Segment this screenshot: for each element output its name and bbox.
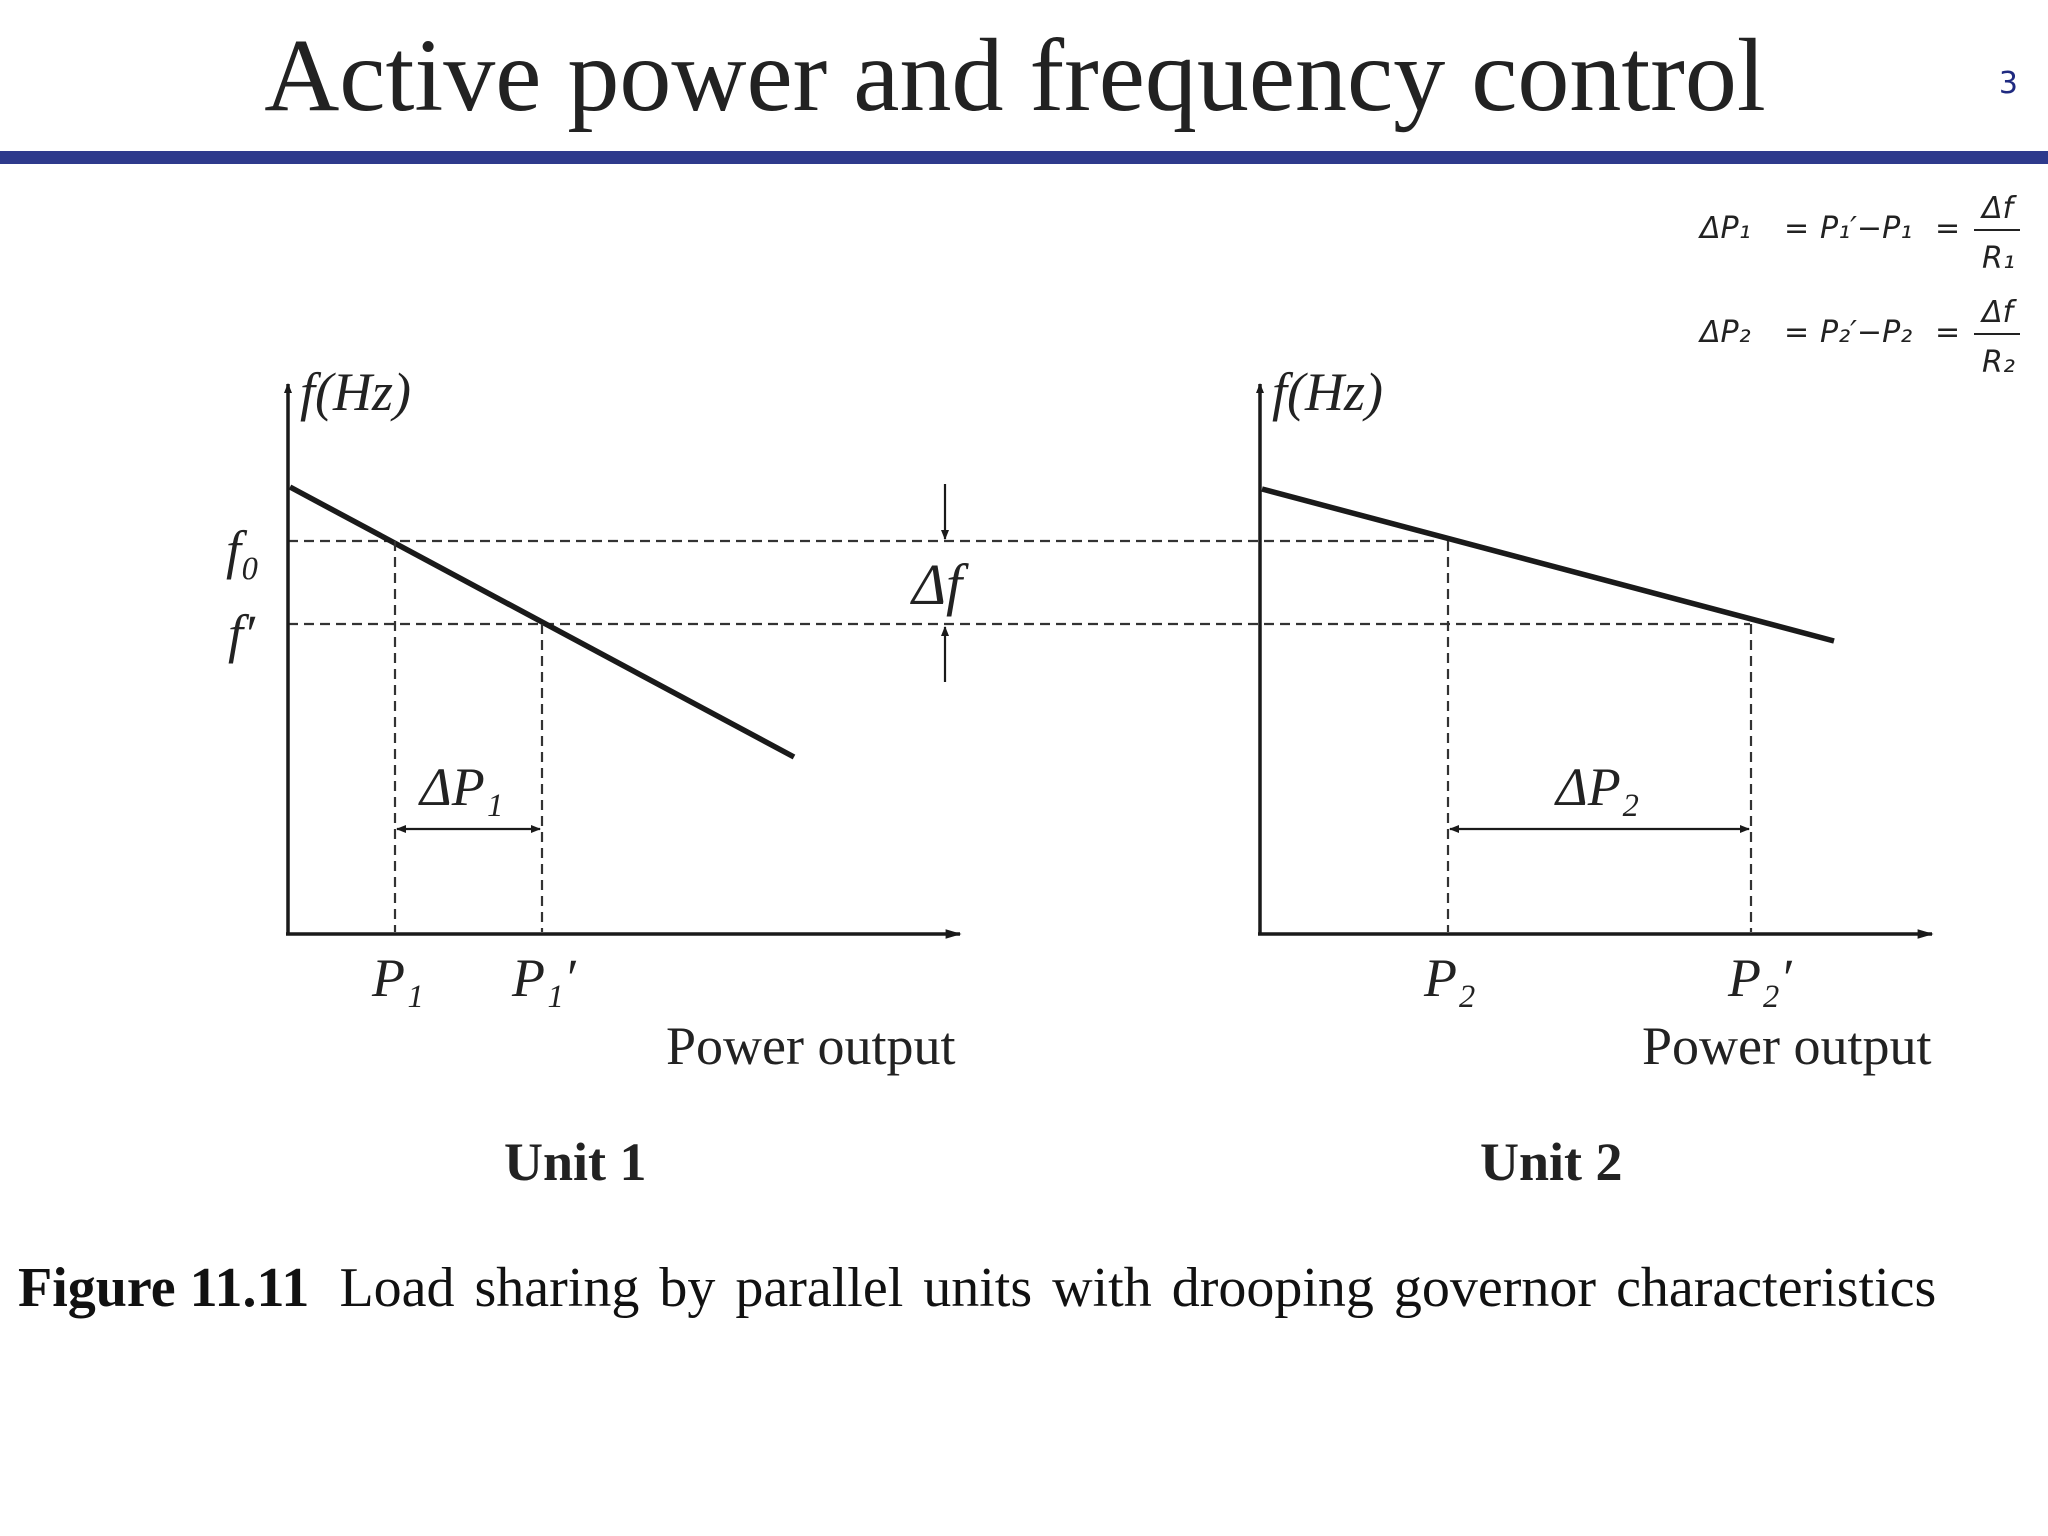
unit1-y-axis-label: f(Hz) (300, 362, 411, 422)
slide-title: Active power and frequency control (264, 18, 1766, 133)
unit1-x-axis-label: Power output (666, 1016, 956, 1076)
figure-caption: Figure 11.11 Load sharing by parallel uni… (18, 1256, 1936, 1320)
formula-1-eq2: = (1935, 211, 1960, 246)
unit1-droop-line (288, 484, 796, 760)
unit1-fprime-label: f′ (228, 604, 256, 664)
delta-f-label: Δf (910, 552, 969, 617)
unit1-pprime-label: P₁′ (511, 948, 577, 1008)
unit1-label: Unit 1 (504, 1132, 647, 1192)
page-number: 3 (1998, 66, 2018, 101)
unit2-p-label: P₂ (1423, 948, 1476, 1008)
formula-2-eq1: = (1784, 315, 1809, 350)
unit1-f0-label: f₀ (226, 520, 260, 580)
unit2-plot: f(Hz) ΔP₂ P₂ P₂′ Power output Unit 2 (1256, 362, 1934, 1192)
unit1-plot: f(Hz) f₀ f′ ΔP₁ P₁ P₁′ Power output Unit… (226, 362, 962, 1192)
formula-2-eq2: = (1935, 315, 1960, 350)
unit2-x-axis-label: Power output (1642, 1016, 1932, 1076)
unit2-y-axis-label: f(Hz) (1272, 362, 1383, 422)
formula-1-mid: P₁′−P₁ (1820, 211, 1912, 246)
unit2-pprime-label: P₂′ (1727, 948, 1793, 1008)
formula-2-lhs: ΔP₂ (1698, 315, 1751, 350)
unit2-droop-line (1261, 486, 1835, 644)
formula-2-numerator: Δf (1980, 295, 2018, 330)
formula-2-denominator: R₂ (1982, 345, 2015, 380)
formula-1-numerator: Δf (1980, 191, 2018, 226)
unit1-p-label: P₁ (371, 948, 424, 1008)
caption-number: Figure 11.11 (18, 1257, 310, 1319)
formula-1-lhs: ΔP₁ (1698, 211, 1751, 246)
formula-1-denominator: R₁ (1982, 241, 2015, 276)
unit2-label: Unit 2 (1480, 1132, 1623, 1192)
title-rule (0, 151, 2048, 164)
frequency-reference-lines (288, 539, 1750, 626)
unit1-delta-p-label: ΔP₁ (418, 757, 503, 817)
caption-text: Load sharing by parallel units with droo… (339, 1257, 1937, 1319)
formula-1-eq1: = (1784, 211, 1809, 246)
unit2-delta-p-label: ΔP₂ (1554, 757, 1639, 817)
formula-2-mid: P₂′−P₂ (1820, 315, 1912, 350)
formula-group: ΔP₁ = P₁′−P₁ = Δf R₁ ΔP₂ = P₂′−P₂ = Δf R… (1698, 191, 2020, 380)
